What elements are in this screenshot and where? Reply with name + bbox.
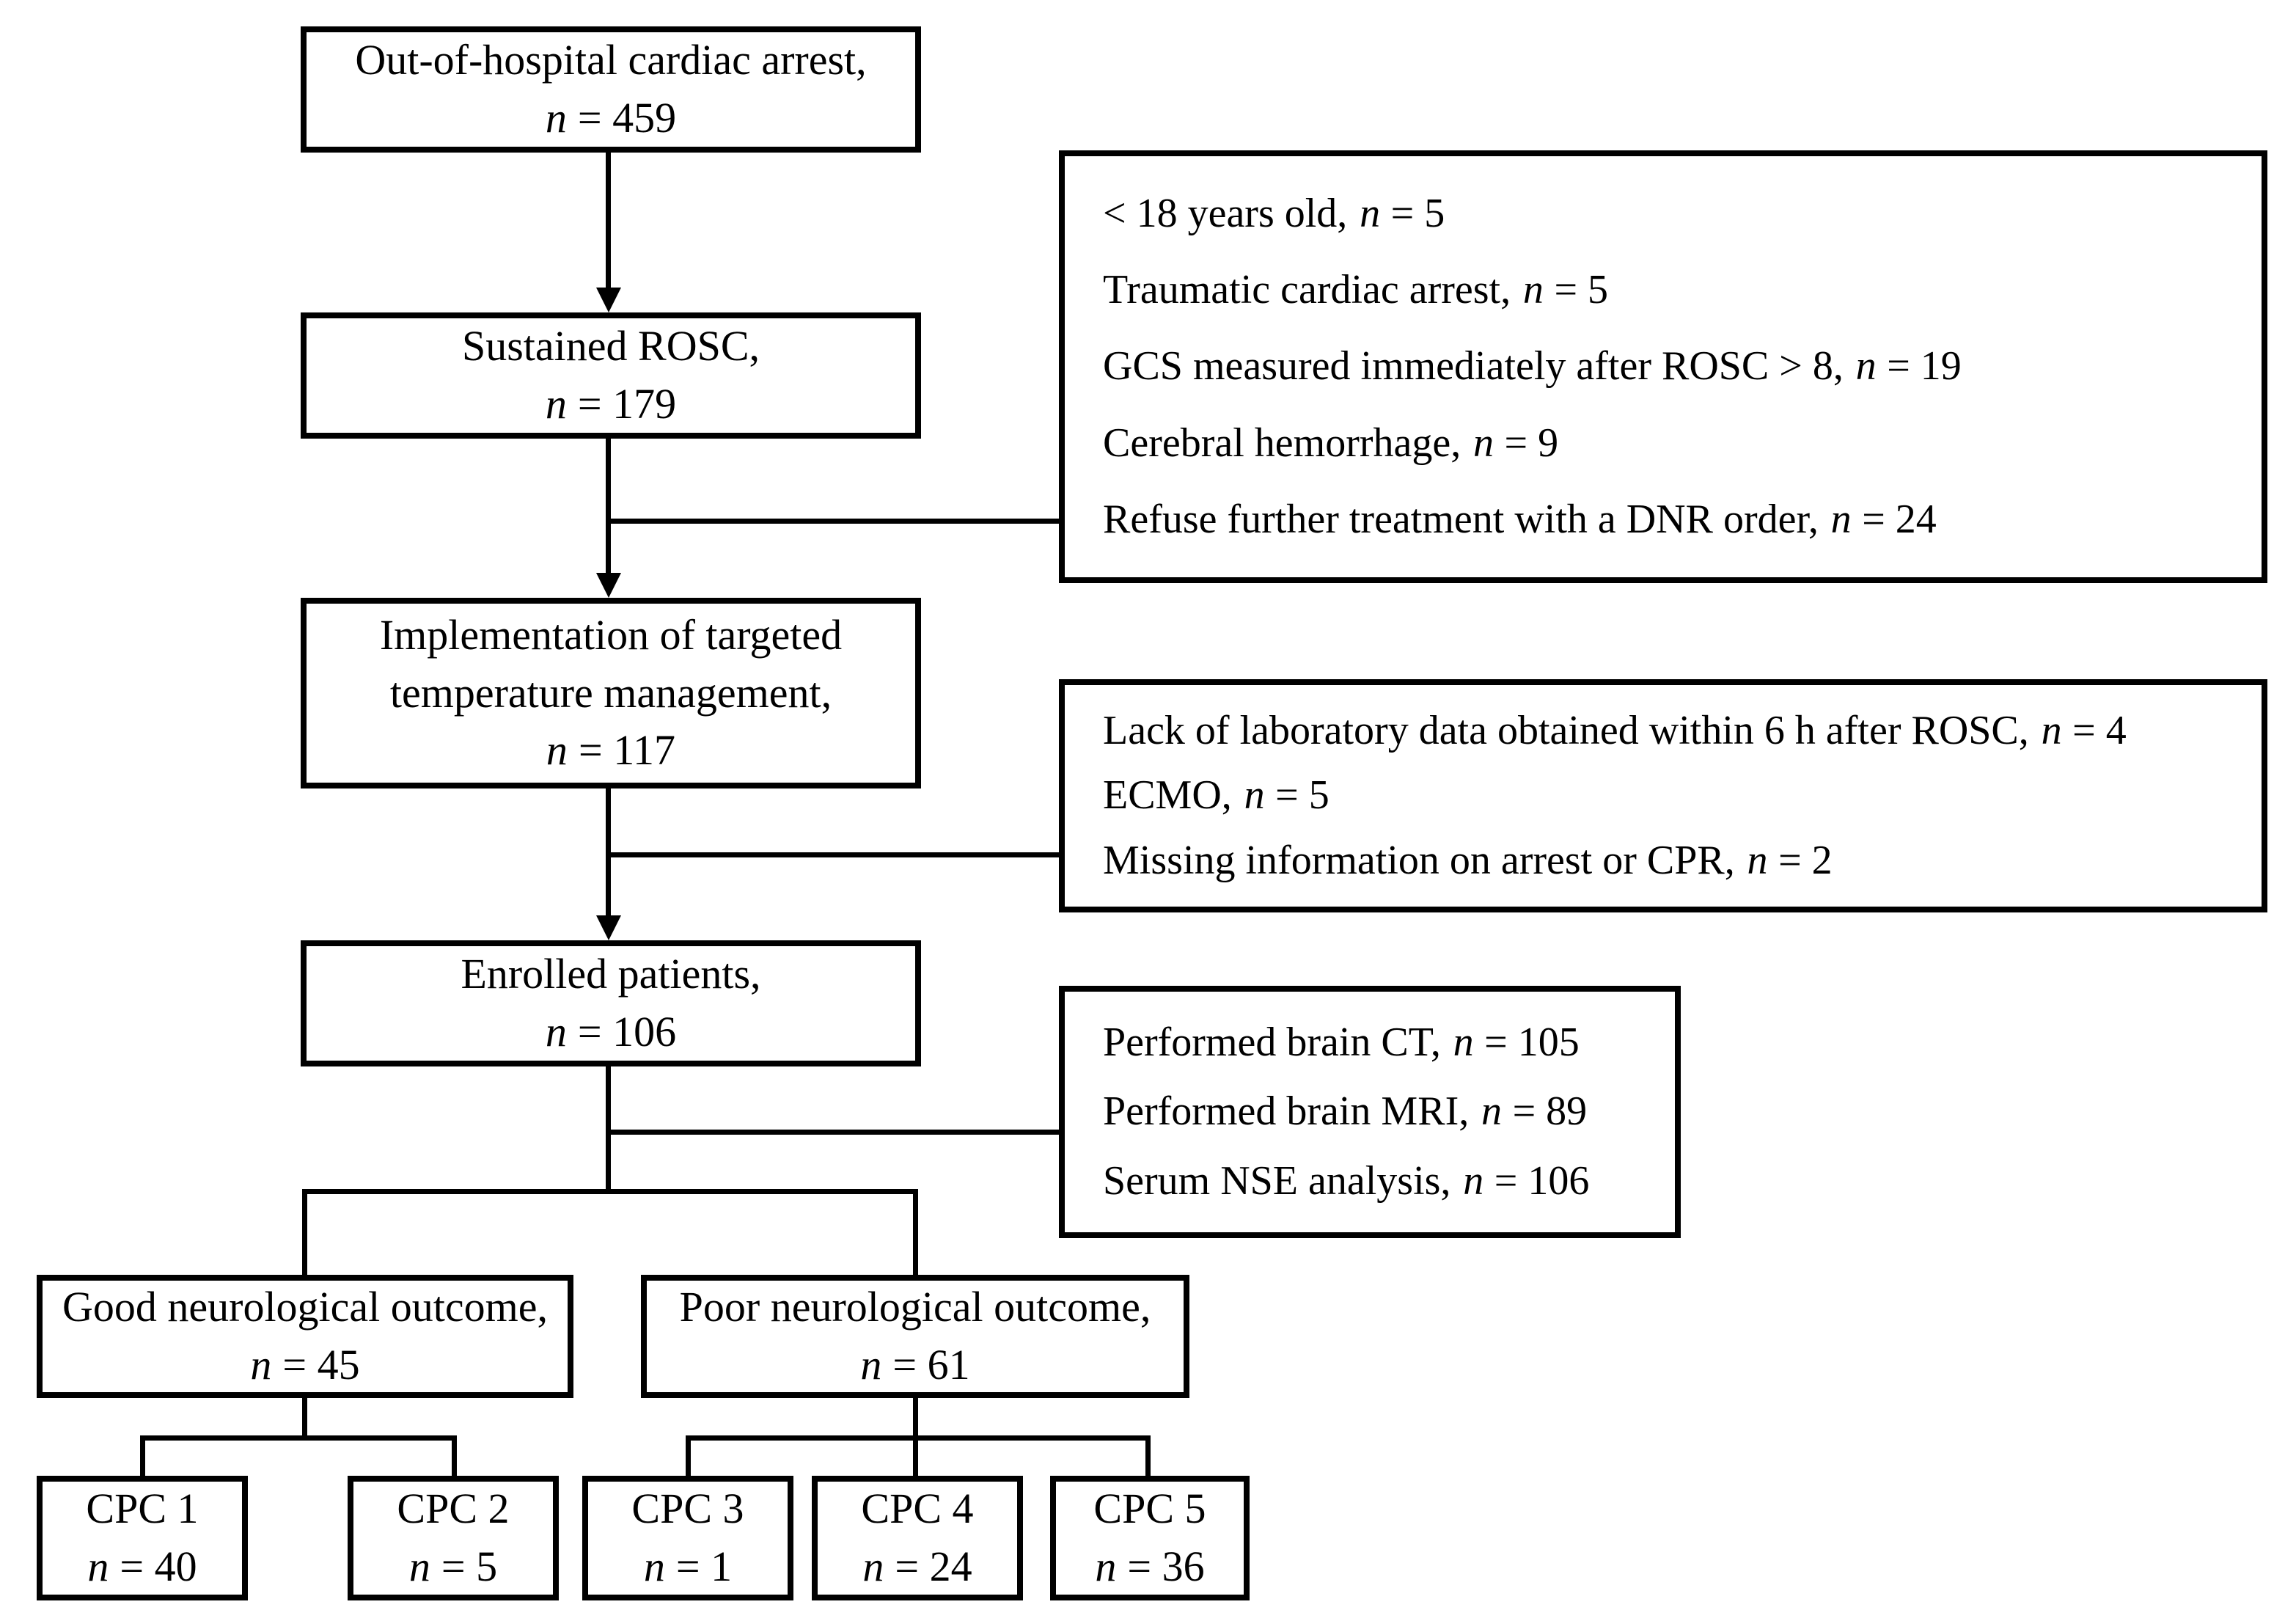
exclusion-item: < 18 years old,n= 5 bbox=[1103, 191, 1445, 236]
arrowhead-into-ttm bbox=[596, 573, 621, 598]
box-label: Enrolled patients, bbox=[461, 950, 761, 998]
flow-box-cpc4: CPC 4 n= 24 bbox=[812, 1476, 1023, 1600]
exclusion-item: Missing information on arrest or CPR,n= … bbox=[1103, 837, 1833, 883]
exclusion-item: GCS measured immediately after ROSC > 8,… bbox=[1103, 343, 1962, 389]
box-count: n= 106 bbox=[545, 1008, 677, 1055]
flow-box-ohca: Out-of-hospital cardiac arrest, n= 459 bbox=[301, 26, 921, 153]
box-count: n= 45 bbox=[250, 1341, 360, 1388]
flow-box-sustained-rosc: Sustained ROSC, n= 179 bbox=[301, 312, 921, 439]
flow-box-cpc3: CPC 3 n= 1 bbox=[582, 1476, 793, 1600]
box-label: Good neurological outcome, bbox=[62, 1283, 548, 1331]
connector-to-cpc1 bbox=[140, 1435, 145, 1476]
exclusion-item: Traumatic cardiac arrest,n= 5 bbox=[1103, 267, 1609, 313]
flow-box-cpc2: CPC 2 n= 5 bbox=[348, 1476, 559, 1600]
box-count: n= 24 bbox=[862, 1543, 972, 1590]
flow-box-ttm: Implementation of targeted temperature m… bbox=[301, 598, 921, 788]
connector-to-good-outcome bbox=[302, 1189, 307, 1275]
connector-rosc-to-ttm bbox=[606, 439, 611, 575]
connector-to-assessments bbox=[608, 1130, 1059, 1135]
connector-to-cpc3 bbox=[686, 1435, 691, 1476]
box-count: n= 459 bbox=[545, 94, 677, 142]
flow-box-enrolled: Enrolled patients, n= 106 bbox=[301, 940, 921, 1066]
exclusion-item: Lack of laboratory data obtained within … bbox=[1103, 708, 2127, 754]
flow-box-cpc5: CPC 5 n= 36 bbox=[1050, 1476, 1250, 1600]
box-label: Implementation of targeted bbox=[379, 610, 843, 659]
box-count: n= 179 bbox=[545, 380, 677, 428]
exclusion-item: Refuse further treatment with a DNR orde… bbox=[1103, 496, 1937, 542]
assessment-item: Performed brain MRI,n= 89 bbox=[1103, 1088, 1588, 1135]
exclusion-item: ECMO,n= 5 bbox=[1103, 772, 1329, 819]
connector-good-down bbox=[302, 1398, 307, 1441]
branch-poor-horizontal bbox=[686, 1435, 1151, 1441]
box-count: n= 36 bbox=[1095, 1543, 1205, 1590]
box-label: temperature management, bbox=[389, 668, 832, 717]
connector-to-cpc2 bbox=[452, 1435, 457, 1476]
box-count: n= 117 bbox=[546, 726, 676, 775]
box-label: CPC 4 bbox=[861, 1485, 974, 1533]
box-label: Poor neurological outcome, bbox=[679, 1283, 1151, 1331]
box-count: n= 61 bbox=[860, 1341, 970, 1388]
box-label: CPC 1 bbox=[86, 1485, 199, 1533]
assessment-item: Serum NSE analysis,n= 106 bbox=[1103, 1158, 1590, 1204]
exclusion-box-after-ttm: Lack of laboratory data obtained within … bbox=[1059, 679, 2267, 912]
connector-to-cpc4 bbox=[913, 1435, 918, 1476]
exclusion-box-after-rosc: < 18 years old,n= 5 Traumatic cardiac ar… bbox=[1059, 150, 2267, 583]
box-label: CPC 5 bbox=[1093, 1485, 1206, 1533]
exclusion-item: Cerebral hemorrhage,n= 9 bbox=[1103, 420, 1559, 466]
arrowhead-into-enrolled bbox=[596, 915, 621, 940]
assessment-item: Performed brain CT,n= 105 bbox=[1103, 1019, 1580, 1065]
box-count: n= 40 bbox=[87, 1543, 197, 1590]
branch-good-horizontal bbox=[140, 1435, 457, 1441]
box-label: CPC 2 bbox=[397, 1485, 510, 1533]
assessment-box: Performed brain CT,n= 105 Performed brai… bbox=[1059, 986, 1681, 1238]
box-label: Sustained ROSC, bbox=[461, 322, 760, 370]
branch-outcomes-horizontal bbox=[302, 1189, 918, 1194]
connector-ohca-to-rosc bbox=[606, 153, 611, 293]
box-label: Out-of-hospital cardiac arrest, bbox=[355, 36, 867, 84]
flow-box-good-outcome: Good neurological outcome, n= 45 bbox=[37, 1275, 573, 1398]
flow-box-cpc1: CPC 1 n= 40 bbox=[37, 1476, 248, 1600]
arrowhead-into-rosc bbox=[596, 288, 621, 312]
connector-to-poor-outcome bbox=[913, 1189, 918, 1275]
connector-to-exclusions-rosc bbox=[608, 519, 1059, 524]
box-count: n= 5 bbox=[408, 1543, 498, 1590]
connector-to-exclusions-ttm bbox=[608, 852, 1059, 857]
connector-poor-down bbox=[913, 1398, 918, 1441]
box-label: CPC 3 bbox=[631, 1485, 744, 1533]
connector-to-cpc5 bbox=[1145, 1435, 1151, 1476]
box-count: n= 1 bbox=[643, 1543, 733, 1590]
flow-box-poor-outcome: Poor neurological outcome, n= 61 bbox=[641, 1275, 1189, 1398]
